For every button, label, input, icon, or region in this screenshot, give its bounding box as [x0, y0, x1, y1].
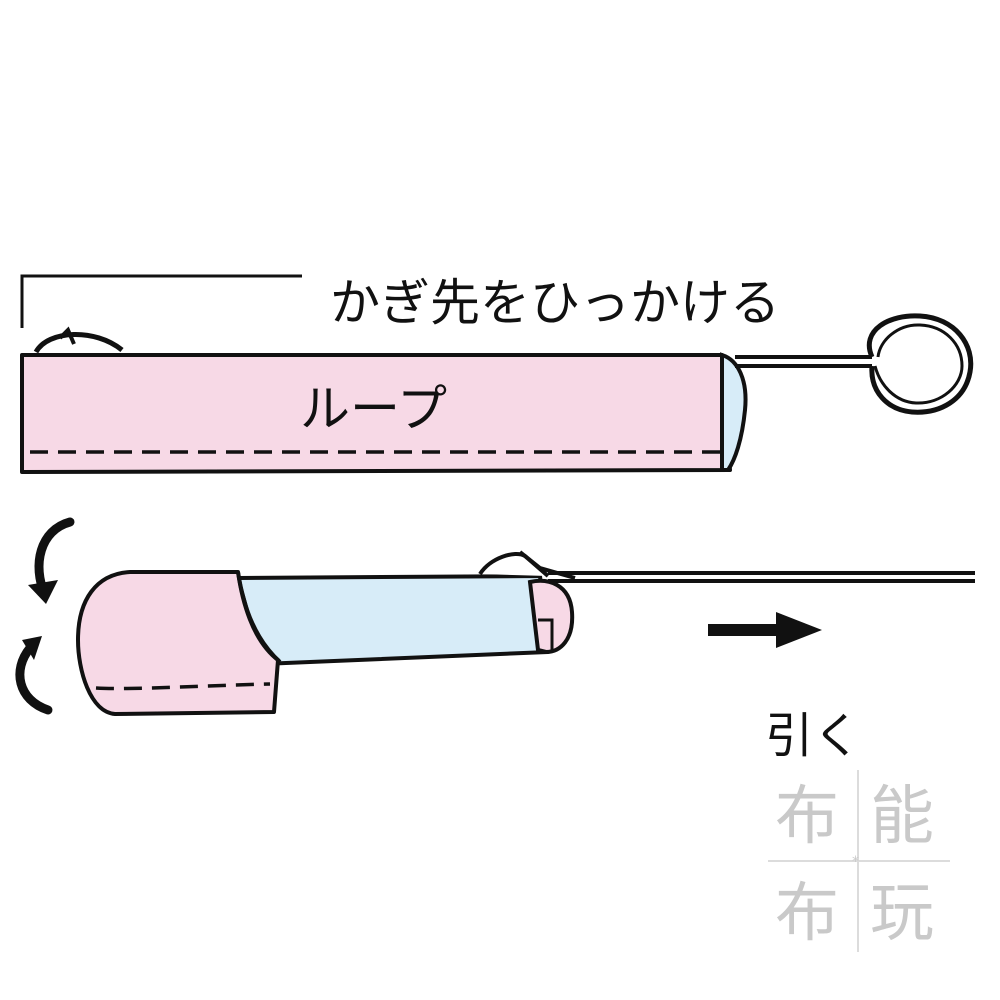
seam-line-bottom [95, 682, 271, 691]
hook-catch-tip [518, 550, 576, 580]
rotate-arrow-lower-icon [15, 643, 53, 715]
hook-tip-arrow [58, 326, 76, 345]
tube-right-end [527, 578, 575, 655]
pull-arrow-icon [708, 612, 822, 648]
inverted-tube-inner [236, 574, 550, 666]
watermark-char-3: 布 [775, 877, 839, 951]
tube-right-end-fold [538, 618, 554, 650]
hook-instruction-text: かぎ先をひっかける [330, 274, 780, 332]
loop-turner-tool [735, 313, 974, 415]
rotate-arrow-lower-head [22, 636, 42, 660]
watermark: 布 能 布 玩 * [762, 765, 954, 957]
hook-bracket-line [20, 274, 302, 328]
loop-tube-opening [720, 352, 748, 472]
watermark-char-1: 布 [775, 780, 839, 854]
watermark-center-mark: * [852, 854, 859, 870]
turned-tube-fold-edge [236, 571, 282, 664]
watermark-char-2: 能 [870, 780, 934, 854]
loop-tube-top: ループ [20, 326, 748, 474]
turner-ring-inner [873, 323, 964, 405]
turner-ring-handle [867, 313, 974, 415]
loop-tube-bottom [76, 550, 975, 716]
pull-label: 引く [765, 708, 861, 764]
loop-label: ループ [300, 380, 447, 438]
rotate-arrow-upper-head [28, 580, 58, 604]
watermark-char-4: 玩 [870, 877, 934, 951]
hook-tip-curl [33, 332, 124, 354]
rotate-arrows [15, 517, 75, 715]
